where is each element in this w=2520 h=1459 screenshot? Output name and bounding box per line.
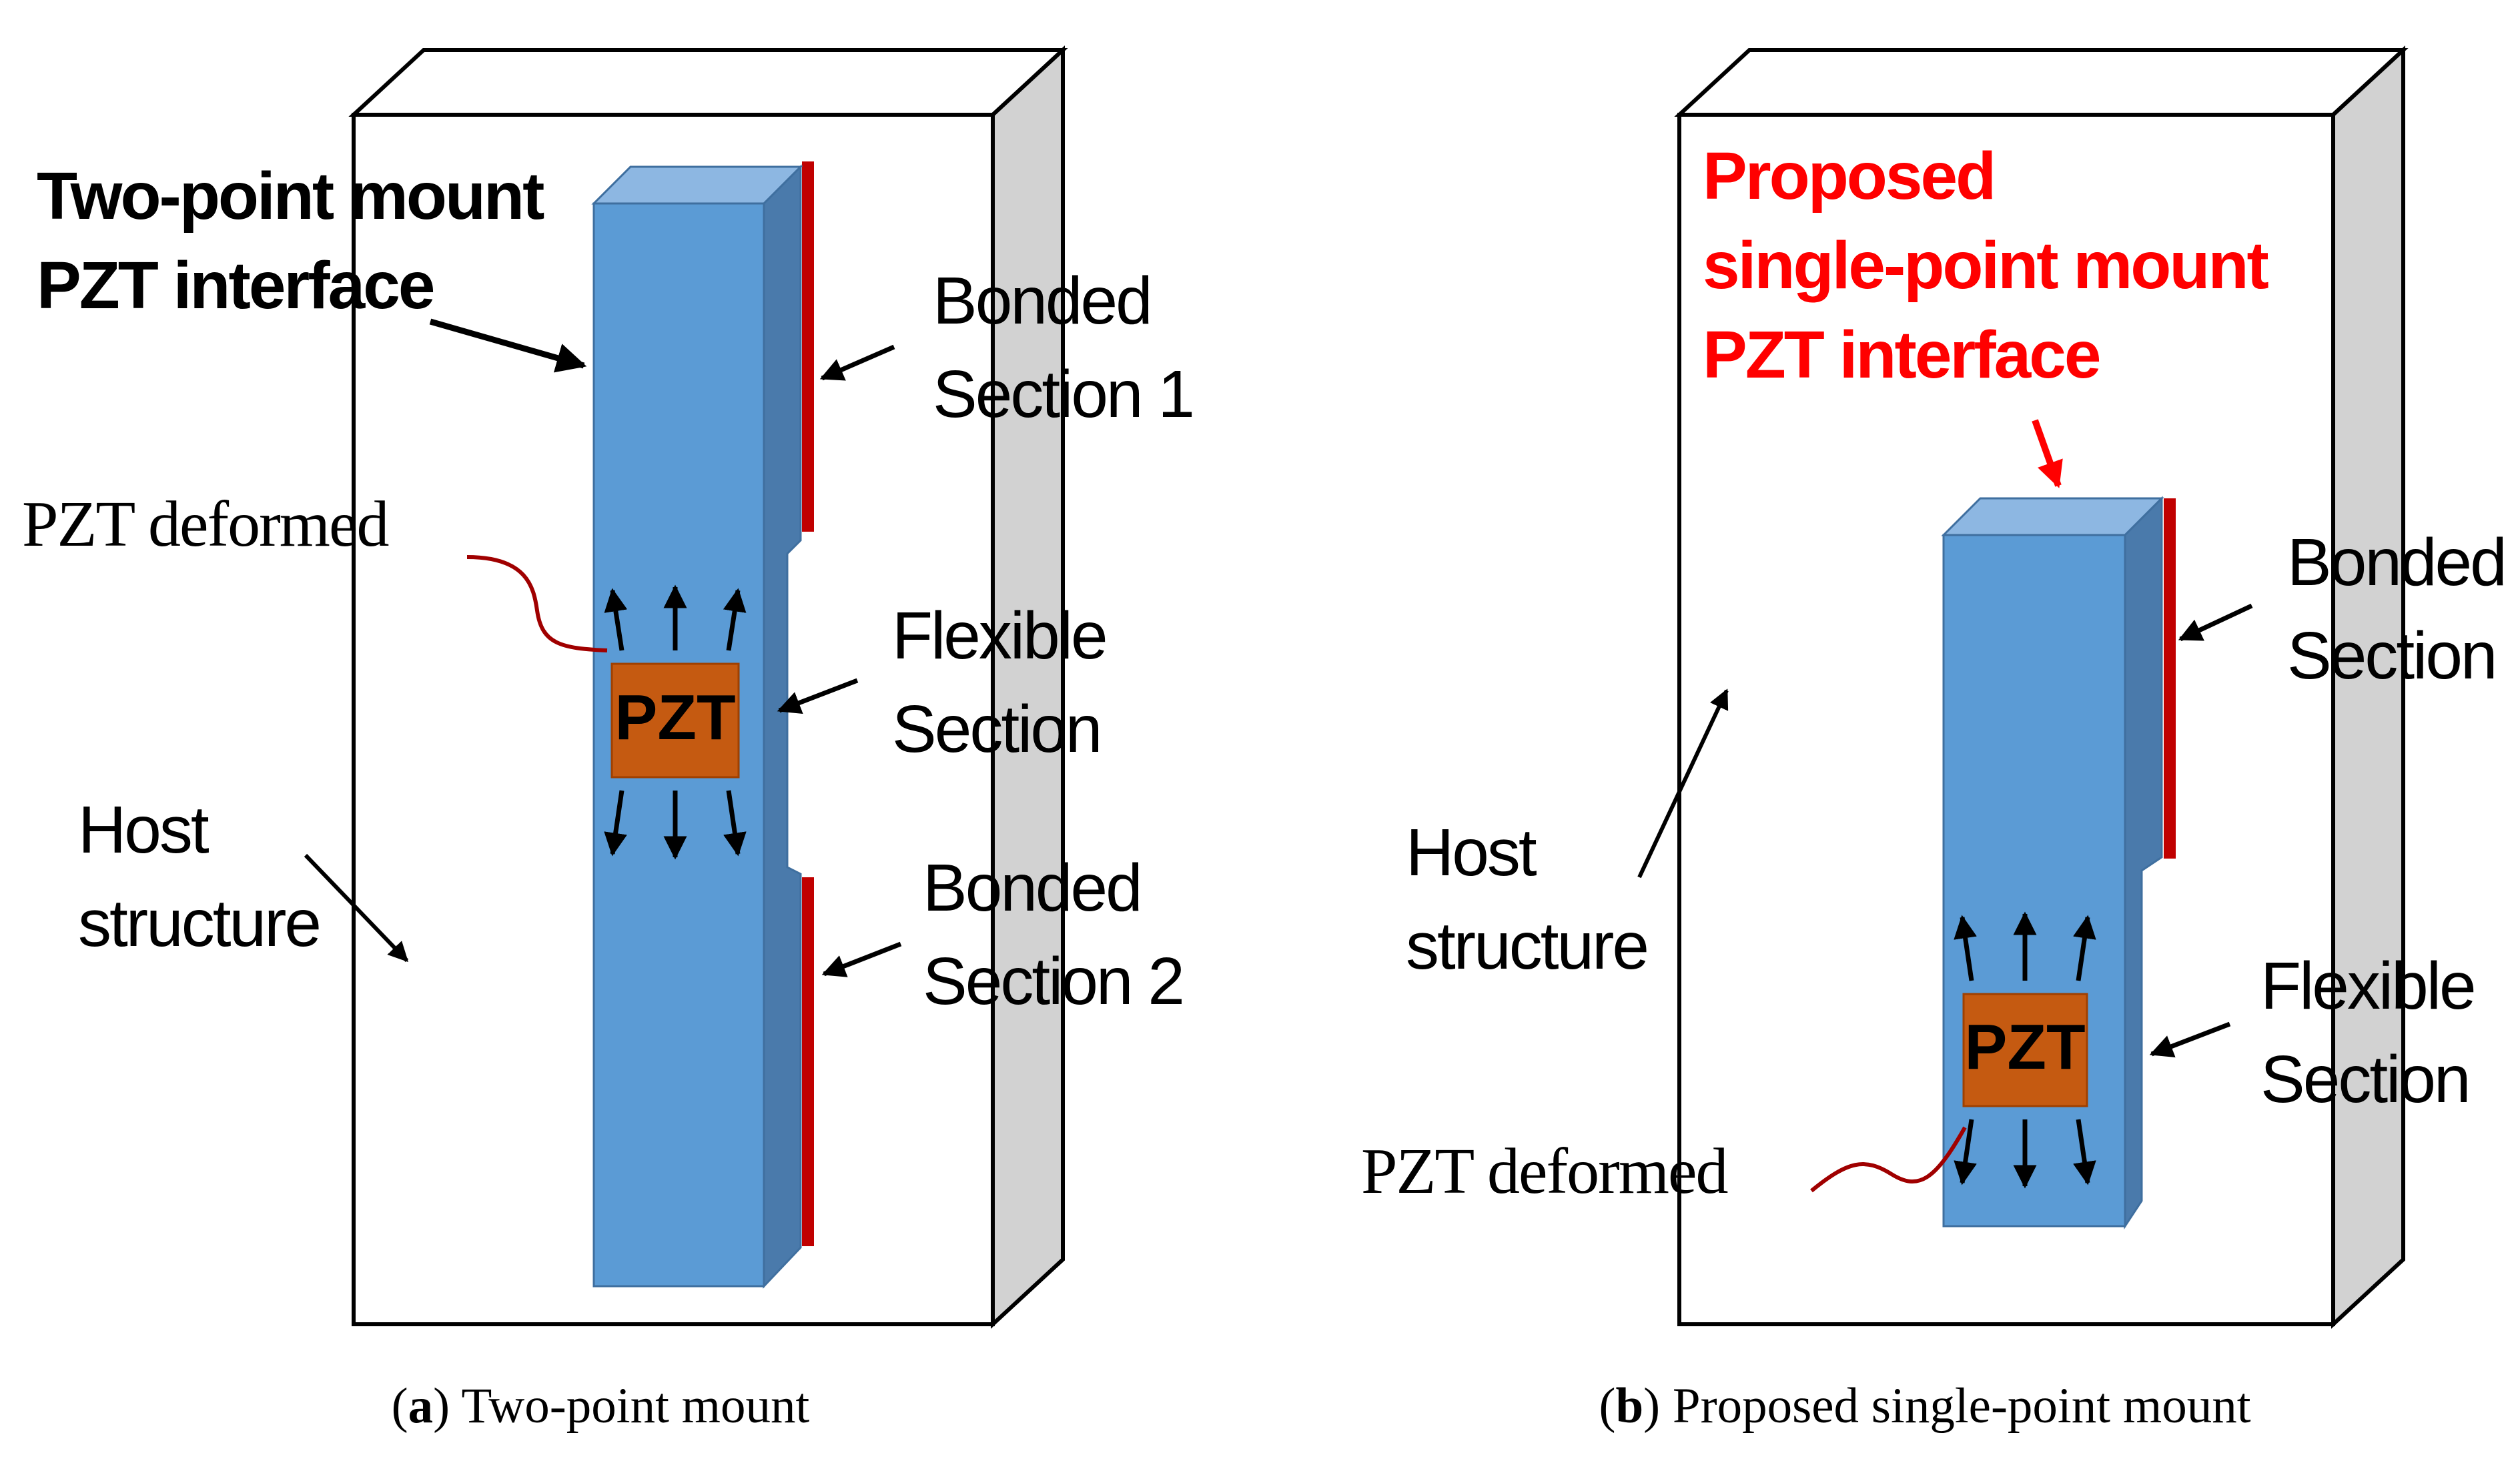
arrow-up-left: [604, 588, 628, 651]
pzt-label: PZT: [1964, 1011, 2085, 1083]
flexible-section-line-1: Flexible: [892, 598, 1106, 673]
arrow-up-right: [723, 588, 747, 651]
proposed-interface-title: Proposed single-point mount PZT interfac…: [1703, 139, 2284, 392]
bonded-section-2-line-2: Section 2: [923, 944, 1183, 1019]
interface-top-face: [1941, 497, 2164, 536]
pzt-deformed-curve: [1810, 1126, 1967, 1193]
host-structure-label: Host structure: [78, 793, 320, 961]
pzt-deformed-label: PZT deformed: [22, 488, 388, 560]
flexible-section-line-1: Flexible: [2260, 949, 2475, 1023]
host-plate-top: [1674, 48, 2409, 117]
arrow-up-right: [2073, 915, 2096, 981]
proposed-title-line-2: single-point mount: [1703, 228, 2269, 303]
bonded-section-label: Bonded Section: [2287, 525, 2520, 693]
interface-title: Two-point mount PZT interface: [37, 159, 559, 323]
bonded-line: [2164, 498, 2176, 859]
pointer-arrows-b: [1637, 603, 2253, 1058]
host-structure-line-1: Host: [1406, 815, 1537, 890]
flexible-section-label: Flexible Section: [2260, 949, 2491, 1117]
bonded-section-2-line-1: Bonded: [923, 851, 1141, 925]
host-structure-line-1: Host: [78, 793, 209, 867]
host-structure-line-2: structure: [78, 886, 320, 961]
arrow-up-left: [1954, 915, 1977, 981]
bonded-line-2: [802, 877, 814, 1246]
arrow-to-bonded: [2178, 603, 2253, 642]
arrow-to-host: [1637, 688, 1729, 879]
panel-b: PZT Proposed single-point mount PZT inte…: [1361, 45, 2520, 1434]
host-structure-label: Host structure: [1406, 815, 1647, 983]
pzt-label: PZT: [614, 682, 735, 753]
proposed-title-line-3: PZT interface: [1703, 318, 2100, 392]
panel-a: PZT Two-point mount PZT interface Bonded: [22, 45, 1195, 1434]
caption-b-text: Proposed single-point mount: [1660, 1378, 2251, 1434]
bonded-section-2-label: Bonded Section 2: [923, 851, 1183, 1019]
interface-title-line-2: PZT interface: [37, 248, 434, 323]
bonded-section-1-line-1: Bonded: [933, 264, 1151, 338]
caption-b: (b) Proposed single-point mount: [1599, 1378, 2250, 1434]
arrow-to-flexible: [777, 678, 859, 714]
proposed-title-line-1: Proposed: [1703, 139, 1994, 213]
deformation-arrows: [604, 584, 747, 860]
arrow-to-bonded-2: [821, 941, 902, 977]
bonded-section-1-line-2: Section 1: [933, 357, 1193, 432]
arrow-down-left: [1954, 1119, 1977, 1185]
caption-a-letter: a: [408, 1378, 434, 1434]
arrow-down-left: [604, 790, 627, 857]
arrow-to-proposed-interface: [2032, 419, 2063, 488]
host-plate-side: [991, 45, 1065, 1329]
arrow-to-host: [304, 853, 409, 963]
arrow-down-right: [723, 790, 747, 857]
bonded-section-line-1: Bonded: [2287, 525, 2505, 600]
pzt-patch: [610, 662, 740, 779]
flexible-section-line-2: Section: [2260, 1042, 2469, 1117]
interface-side-face: [763, 164, 802, 1289]
interface-title-line-1: Two-point mount: [37, 159, 544, 233]
arrow-to-interface: [429, 318, 587, 373]
host-structure-line-2: structure: [1406, 909, 1647, 983]
bonded-section-line-2: Section: [2287, 618, 2496, 693]
bonded-section-1-label: Bonded Section 1: [933, 264, 1193, 432]
arrow-down-right: [2073, 1119, 2096, 1185]
flexible-section-label: Flexible Section: [892, 598, 1122, 767]
bonded-line-1: [802, 161, 814, 532]
arrow-to-bonded-1: [819, 344, 895, 381]
deformation-arrows: [1954, 911, 2096, 1189]
pzt-patch: [1962, 993, 2088, 1107]
host-plate-top: [348, 48, 1068, 117]
flexible-section-line-2: Section: [892, 692, 1101, 767]
interface-front-face: [1942, 534, 2126, 1228]
caption-b-letter: b: [1615, 1378, 1643, 1434]
arrow-to-flexible: [2149, 1021, 2231, 1058]
pointer-arrows-a: [304, 318, 902, 977]
caption-a-text: Two-point mount: [450, 1378, 809, 1434]
caption-a: (a) Two-point mount: [392, 1378, 810, 1434]
pzt-deformed-curve: [466, 555, 608, 652]
pzt-deformed-label: PZT deformed: [1361, 1135, 1727, 1207]
